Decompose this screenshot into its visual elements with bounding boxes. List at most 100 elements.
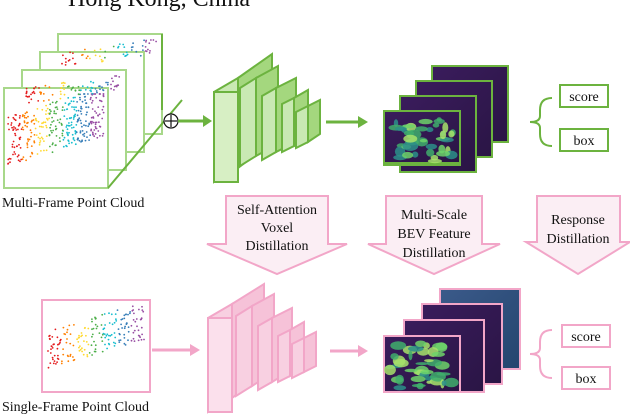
- voxel-distill-line2: Voxel: [261, 221, 294, 236]
- point: [123, 46, 126, 48]
- point: [124, 325, 126, 328]
- point: [45, 109, 48, 112]
- point: [60, 93, 62, 95]
- point: [11, 143, 14, 146]
- teacher-point-scatter: [7, 39, 158, 165]
- point: [61, 106, 64, 108]
- point: [145, 41, 147, 43]
- point: [69, 353, 72, 356]
- point: [66, 328, 69, 331]
- point: [7, 162, 10, 165]
- point: [101, 340, 104, 342]
- point: [45, 104, 47, 107]
- point: [14, 153, 17, 155]
- teacher-point-cloud-stack: [3, 33, 183, 189]
- point: [51, 143, 54, 146]
- point: [81, 130, 84, 132]
- point: [91, 333, 94, 336]
- point: [99, 85, 101, 88]
- point: [68, 124, 71, 127]
- point: [67, 134, 69, 137]
- point: [87, 327, 90, 330]
- point: [144, 50, 147, 52]
- point: [17, 128, 19, 131]
- point: [40, 125, 43, 128]
- point: [79, 96, 81, 99]
- point: [79, 130, 82, 133]
- point: [141, 309, 144, 311]
- point: [10, 124, 13, 126]
- point: [108, 312, 110, 315]
- point: [45, 126, 48, 129]
- feature-blob: [444, 377, 459, 388]
- point: [74, 143, 77, 146]
- point: [27, 140, 30, 142]
- point: [25, 90, 28, 93]
- point: [26, 144, 29, 146]
- point: [68, 131, 70, 134]
- point: [70, 141, 73, 144]
- point: [133, 329, 136, 332]
- point: [102, 93, 105, 95]
- point: [85, 124, 87, 127]
- point: [94, 344, 97, 347]
- point: [25, 111, 28, 114]
- feature-blob: [419, 139, 428, 143]
- response-distillation-arrow: Response Distillation: [522, 195, 630, 276]
- point: [129, 311, 132, 313]
- point: [48, 113, 51, 115]
- point: [117, 84, 120, 87]
- point: [149, 50, 151, 52]
- feature-blob: [390, 341, 407, 350]
- point: [78, 336, 81, 339]
- point: [53, 354, 56, 357]
- point: [139, 54, 142, 57]
- point: [61, 134, 64, 137]
- point: [54, 144, 57, 147]
- point: [143, 338, 145, 341]
- point: [80, 105, 82, 108]
- point: [148, 42, 151, 45]
- point: [30, 145, 33, 148]
- point: [103, 313, 106, 315]
- point: [25, 117, 28, 119]
- point: [14, 127, 17, 129]
- feature-blob: [384, 364, 396, 376]
- point: [49, 145, 51, 148]
- point: [66, 338, 68, 340]
- point: [26, 146, 29, 149]
- point: [118, 341, 121, 343]
- point: [86, 55, 89, 58]
- point: [79, 110, 82, 113]
- point: [97, 130, 100, 132]
- point: [46, 119, 49, 121]
- feature-blob: [408, 345, 424, 352]
- point: [40, 150, 42, 152]
- point: [132, 319, 135, 321]
- point: [58, 137, 61, 139]
- point: [140, 326, 143, 329]
- point: [24, 112, 27, 115]
- point: [94, 93, 96, 95]
- point: [83, 340, 85, 342]
- point: [80, 141, 82, 143]
- voxel-distillation-arrow: Self-Attention Voxel Distillation: [206, 195, 348, 276]
- point: [14, 134, 17, 137]
- point: [98, 93, 101, 95]
- point: [25, 87, 28, 90]
- student-score-label: score: [571, 330, 601, 345]
- point: [102, 132, 105, 135]
- point: [90, 129, 92, 132]
- point: [76, 120, 79, 123]
- point: [52, 362, 55, 365]
- point: [113, 89, 115, 91]
- point: [90, 344, 93, 347]
- point: [81, 100, 84, 103]
- point: [30, 131, 33, 134]
- point: [60, 362, 63, 365]
- feature-blob: [426, 380, 432, 384]
- point: [89, 121, 92, 124]
- point: [79, 119, 82, 122]
- point: [115, 320, 118, 322]
- feature-blob: [418, 118, 433, 125]
